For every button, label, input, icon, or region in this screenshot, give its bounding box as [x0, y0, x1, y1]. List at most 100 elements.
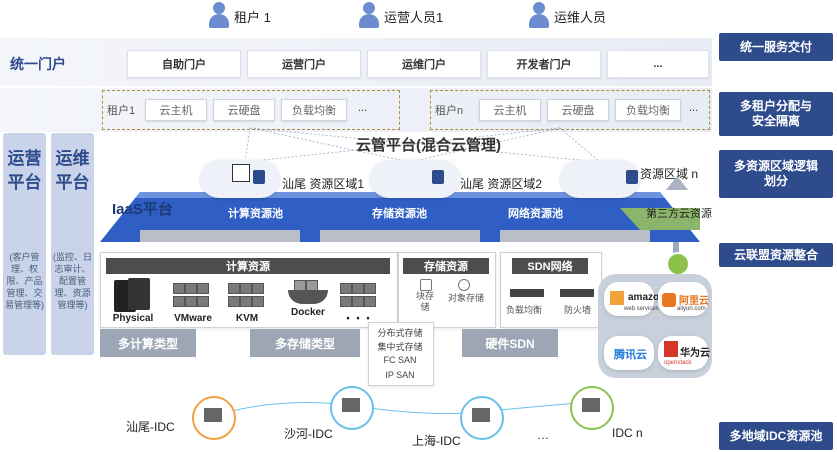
tenant-name: 租户n	[435, 105, 464, 117]
vm-icon	[252, 283, 264, 294]
storage-type-2: 集中式存储	[377, 342, 423, 352]
vm-icon	[240, 296, 252, 307]
tag-multi-zone: 多资源区域逻辑划分	[719, 150, 833, 198]
aliyun-sub: aliyun.com	[677, 306, 706, 312]
service-vm: 云主机	[479, 99, 541, 121]
vm-icon	[197, 296, 209, 307]
vm-icon	[364, 283, 376, 294]
portal-self-service: 自助门户	[127, 50, 241, 78]
amazon-logo-icon	[610, 291, 624, 305]
lock-icon	[666, 252, 690, 276]
storage-type-1: 分布式存储	[377, 328, 423, 338]
tenant-name: 租户1	[107, 105, 136, 117]
om-platform-title: 运维平台	[55, 149, 90, 192]
storage-block: 块存储	[415, 291, 434, 312]
vm-icon	[340, 296, 352, 307]
idc-label-3: 上海-IDC	[412, 434, 461, 448]
om-platform-desc: (监控、日志审计、配置管理、资源管理等)	[53, 252, 92, 310]
portal-developer: 开发者门户	[487, 50, 601, 78]
idc-node-n	[570, 386, 614, 430]
tag-multi-tenant: 多租户分配与安全隔离	[719, 92, 833, 136]
up-arrow-icon	[666, 176, 688, 190]
person-icon	[208, 2, 230, 30]
tag-cloud-federation: 云联盟资源整合	[719, 243, 833, 267]
sdn-lb: 负载均衡	[506, 305, 543, 315]
ops-platform: 运营平台 (客户管理、权限、产品管理、交易管理等)	[3, 133, 46, 355]
vm-icon	[185, 283, 197, 294]
pool-storage: 存储资源池	[372, 208, 427, 220]
tenant-box-n: 租户n 云主机 云硬盘 负载均衡 ...	[430, 90, 710, 130]
compute-title: 计算资源	[106, 258, 390, 274]
portal-label: 统一门户	[10, 56, 66, 72]
vm-icon	[240, 283, 252, 294]
datacenter-icon	[472, 408, 490, 422]
service-lb: 负载均衡	[281, 99, 347, 121]
pool-network: 网络资源池	[508, 208, 563, 220]
container-icon	[306, 280, 318, 291]
server-node-icon	[253, 170, 265, 184]
cloud-node-icon	[232, 164, 250, 182]
object-storage-icon	[458, 279, 470, 291]
storage-object: 对象存储	[448, 293, 485, 303]
idc-label-2: 沙河-IDC	[284, 427, 333, 441]
compute-kvm: KVM	[235, 313, 259, 324]
vm-icon	[340, 283, 352, 294]
service-more: ...	[689, 102, 699, 114]
storage-type-3: FC SAN	[383, 355, 417, 365]
datacenter-icon	[582, 398, 600, 412]
ops-platform-desc: (客户管理、权限、产品管理、交易管理等)	[5, 252, 44, 310]
iaas-platform	[100, 192, 700, 242]
block-storage-icon	[420, 279, 432, 291]
vm-icon	[364, 296, 376, 307]
amazon-sub: web services	[624, 306, 659, 312]
user-label: 运营人员1	[384, 9, 444, 25]
iaas-label: IaaS平台	[112, 201, 173, 218]
server-node-icon	[626, 170, 638, 184]
physical-server-icon	[128, 278, 150, 310]
storage-title: 存储资源	[403, 258, 489, 274]
vm-icon	[173, 283, 185, 294]
vm-icon	[173, 296, 185, 307]
zone-cloud-2	[370, 160, 460, 198]
amazon-name: amazon	[628, 292, 666, 303]
huawei-name: 华为云	[680, 348, 710, 359]
user-label: 租户 1	[234, 9, 271, 25]
idc-node-2	[330, 386, 374, 430]
aliyun-name: 阿里云	[679, 296, 709, 307]
idc-label-more: …	[537, 428, 549, 442]
compute-vmware: VMware	[174, 313, 212, 324]
tag-unified-delivery: 统一服务交付	[719, 33, 833, 61]
aliyun-logo-icon	[662, 293, 676, 307]
tenant-box-1: 租户1 云主机 云硬盘 负载均衡 ...	[102, 90, 400, 130]
datacenter-icon	[204, 408, 222, 422]
tag-multi-idc: 多地域IDC资源池	[719, 422, 833, 450]
openstack-sub: openstack	[664, 360, 692, 366]
person-icon	[528, 2, 550, 30]
zone-label-1: 汕尾 资源区域1	[282, 177, 365, 191]
cmp-title: 云管平台(混合云管理)	[356, 137, 501, 154]
compute-physical: Physical	[112, 313, 154, 324]
compute-type-bar: 多计算类型	[100, 329, 196, 357]
service-disk: 云硬盘	[547, 99, 609, 121]
vm-icon	[352, 296, 364, 307]
sdn-type-bar: 硬件SDN	[462, 329, 558, 357]
idc-label-1: 汕尾-IDC	[126, 420, 175, 434]
service-more: ...	[358, 102, 368, 114]
vm-icon	[252, 296, 264, 307]
user-tenant: 租户 1	[208, 2, 271, 30]
user-operator: 运营人员1	[358, 2, 443, 30]
storage-type-bar: 多存储类型	[250, 329, 360, 357]
portal-operation: 运营门户	[247, 50, 361, 78]
switch-icon	[510, 289, 544, 297]
om-platform: 运维平台 (监控、日志审计、配置管理、资源管理等)	[51, 133, 94, 355]
service-vm: 云主机	[145, 99, 207, 121]
user-maintainer: 运维人员	[528, 2, 606, 30]
sdn-firewall: 防火墙	[564, 305, 592, 315]
sdn-title: SDN网络	[512, 258, 588, 274]
docker-whale-icon	[288, 290, 328, 304]
vm-icon	[352, 283, 364, 294]
vm-icon	[197, 283, 209, 294]
service-disk: 云硬盘	[213, 99, 275, 121]
datacenter-icon	[342, 398, 360, 412]
third-party-label: 第三方云资源	[646, 208, 712, 220]
